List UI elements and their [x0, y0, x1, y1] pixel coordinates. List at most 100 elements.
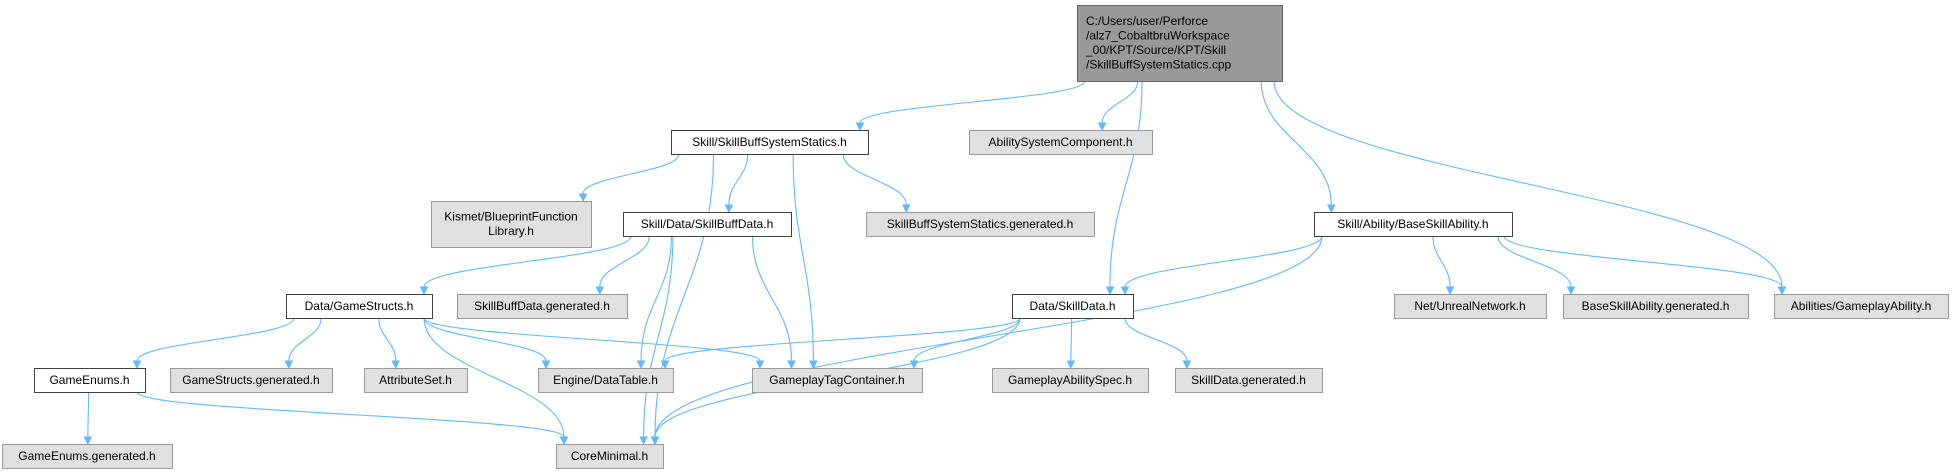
edge-root-to-asc_h	[1101, 80, 1139, 124]
edge-sd_h-to-dt_h	[664, 317, 1021, 362]
node-label: Data/SkillData.h	[1029, 299, 1115, 313]
edge-arrowhead	[1066, 360, 1076, 370]
node-label: Library.h	[488, 224, 534, 238]
edge-sbss_h-to-cm_h	[654, 153, 715, 438]
edge-ge_h-to-cm_h	[136, 391, 565, 438]
edge-sbd_h-to-sbd_gen	[599, 235, 650, 288]
edge-gs_h-to-ge_h	[136, 317, 295, 362]
edge-arrowhead	[132, 360, 142, 370]
node-label: GameplayAbilitySpec.h	[1008, 373, 1132, 387]
edge-bsa_h-to-cm_h	[654, 235, 1323, 438]
root-file-node[interactable]: C:/Users/user/Perforce/alz7_CobaltbruWor…	[1077, 5, 1283, 82]
edge-arrowhead	[650, 436, 660, 446]
edge-root-to-ga_h	[1273, 80, 1783, 288]
file-node-sbd-h[interactable]: Skill/Data/SkillBuffData.h	[623, 212, 792, 237]
edge-arrowhead	[1120, 286, 1130, 296]
node-box	[364, 368, 468, 393]
edge-sbss_h-to-sbss_gen	[842, 153, 907, 206]
edge-arrowhead	[541, 360, 551, 370]
node-box	[1175, 368, 1323, 393]
edge-arrowhead	[755, 360, 765, 370]
node-label: Net/UnrealNetwork.h	[1414, 299, 1525, 313]
edge-arrowhead	[855, 122, 865, 132]
edge-arrowhead	[1445, 286, 1455, 296]
edge-arrowhead	[595, 286, 605, 296]
edge-gs_h-to-gs_gen	[288, 317, 322, 362]
node-label: /alz7_CobaltbruWorkspace	[1086, 29, 1230, 43]
edge-bsa_h-to-net_h	[1432, 235, 1451, 288]
edge-arrowhead	[391, 360, 401, 370]
node-box	[1774, 294, 1949, 319]
node-label: Skill/SkillBuffSystemStatics.h	[692, 135, 847, 149]
edge-arrowhead	[1326, 204, 1336, 214]
edge-sd_h-to-gas_h	[1070, 317, 1073, 362]
node-box	[969, 130, 1153, 155]
edge-arrowhead	[1105, 286, 1115, 296]
edge-arrowhead	[284, 360, 294, 370]
file-node-net-h: Net/UnrealNetwork.h	[1394, 294, 1547, 319]
edge-bsa_h-to-bsa_gen	[1497, 235, 1572, 288]
edge-arrowhead	[1566, 286, 1576, 296]
edge-arrowhead	[1777, 286, 1787, 296]
edge-root-to-bsa_h	[1260, 80, 1332, 206]
node-box	[866, 212, 1095, 237]
file-nodes: C:/Users/user/Perforce/alz7_CobaltbruWor…	[2, 5, 1949, 469]
file-node-bsa-h[interactable]: Skill/Ability/BaseSkillAbility.h	[1314, 212, 1513, 237]
node-label: GameEnums.generated.h	[18, 449, 155, 463]
node-label: SkillBuffData.generated.h	[474, 299, 610, 313]
file-node-ga-h: Abilities/GameplayAbility.h	[1774, 294, 1949, 319]
node-box	[34, 368, 146, 393]
edge-root-to-sbss_h	[859, 80, 1086, 124]
node-box	[1314, 212, 1513, 237]
file-node-sd-h[interactable]: Data/SkillData.h	[1012, 294, 1134, 319]
node-box	[457, 294, 628, 319]
file-node-sbd-gen: SkillBuffData.generated.h	[457, 294, 628, 319]
edge-arrowhead	[559, 436, 569, 446]
file-node-sd-gen: SkillData.generated.h	[1175, 368, 1323, 393]
file-node-gtc-h: GameplayTagContainer.h	[752, 368, 923, 393]
node-label: SkillBuffSystemStatics.generated.h	[887, 217, 1074, 231]
file-node-sbss-gen: SkillBuffSystemStatics.generated.h	[866, 212, 1095, 237]
node-box	[1563, 294, 1749, 319]
edge-sbss_h-to-sbd_h	[728, 153, 749, 206]
edge-arrowhead	[578, 193, 588, 203]
node-label: _00/KPT/Source/KPT/Skill	[1085, 43, 1226, 57]
node-label: Data/GameStructs.h	[305, 299, 414, 313]
dependency-edges	[83, 80, 1787, 446]
edge-arrowhead	[1097, 122, 1107, 132]
node-label: AbilitySystemComponent.h	[988, 135, 1132, 149]
file-node-ge-h[interactable]: GameEnums.h	[34, 368, 146, 393]
edge-bsa_h-to-sd_h	[1124, 235, 1323, 288]
node-label: Kismet/BlueprintFunction	[444, 210, 577, 224]
node-box	[623, 212, 792, 237]
edge-gs_h-to-dt_h	[423, 317, 547, 362]
node-label: GameStructs.generated.h	[182, 373, 319, 387]
file-node-asc-h: AbilitySystemComponent.h	[969, 130, 1153, 155]
edge-sbd_h-to-gtc_h	[751, 235, 793, 362]
file-node-ge-gen: GameEnums.generated.h	[2, 444, 173, 469]
node-label: C:/Users/user/Perforce	[1086, 14, 1208, 28]
edge-gs_h-to-cm_h	[423, 317, 565, 438]
node-label: GameplayTagContainer.h	[769, 373, 904, 387]
edge-arrowhead	[419, 286, 429, 296]
node-box	[556, 444, 664, 469]
edge-arrowhead	[636, 360, 646, 370]
file-node-gas-h: GameplayAbilitySpec.h	[992, 368, 1149, 393]
node-box	[1394, 294, 1547, 319]
edge-arrowhead	[809, 360, 818, 370]
node-label: Skill/Data/SkillBuffData.h	[641, 217, 774, 231]
file-node-bsa-gen: BaseSkillAbility.generated.h	[1563, 294, 1749, 319]
edge-gs_h-to-as_h	[378, 317, 397, 362]
node-box	[1012, 294, 1134, 319]
node-label: GameEnums.h	[49, 373, 129, 387]
edge-arrowhead	[724, 204, 734, 214]
node-label: /SkillBuffSystemStatics.cpp	[1086, 58, 1231, 72]
file-node-sbss-h[interactable]: Skill/SkillBuffSystemStatics.h	[671, 130, 869, 155]
edge-ge_h-to-ge_gen	[87, 391, 90, 438]
edge-sd_h-to-gtc_h	[913, 317, 1021, 362]
node-box	[431, 201, 592, 248]
file-node-gs-gen: GameStructs.generated.h	[170, 368, 333, 393]
file-node-gs-h[interactable]: Data/GameStructs.h	[286, 294, 433, 319]
node-box	[2, 444, 173, 469]
